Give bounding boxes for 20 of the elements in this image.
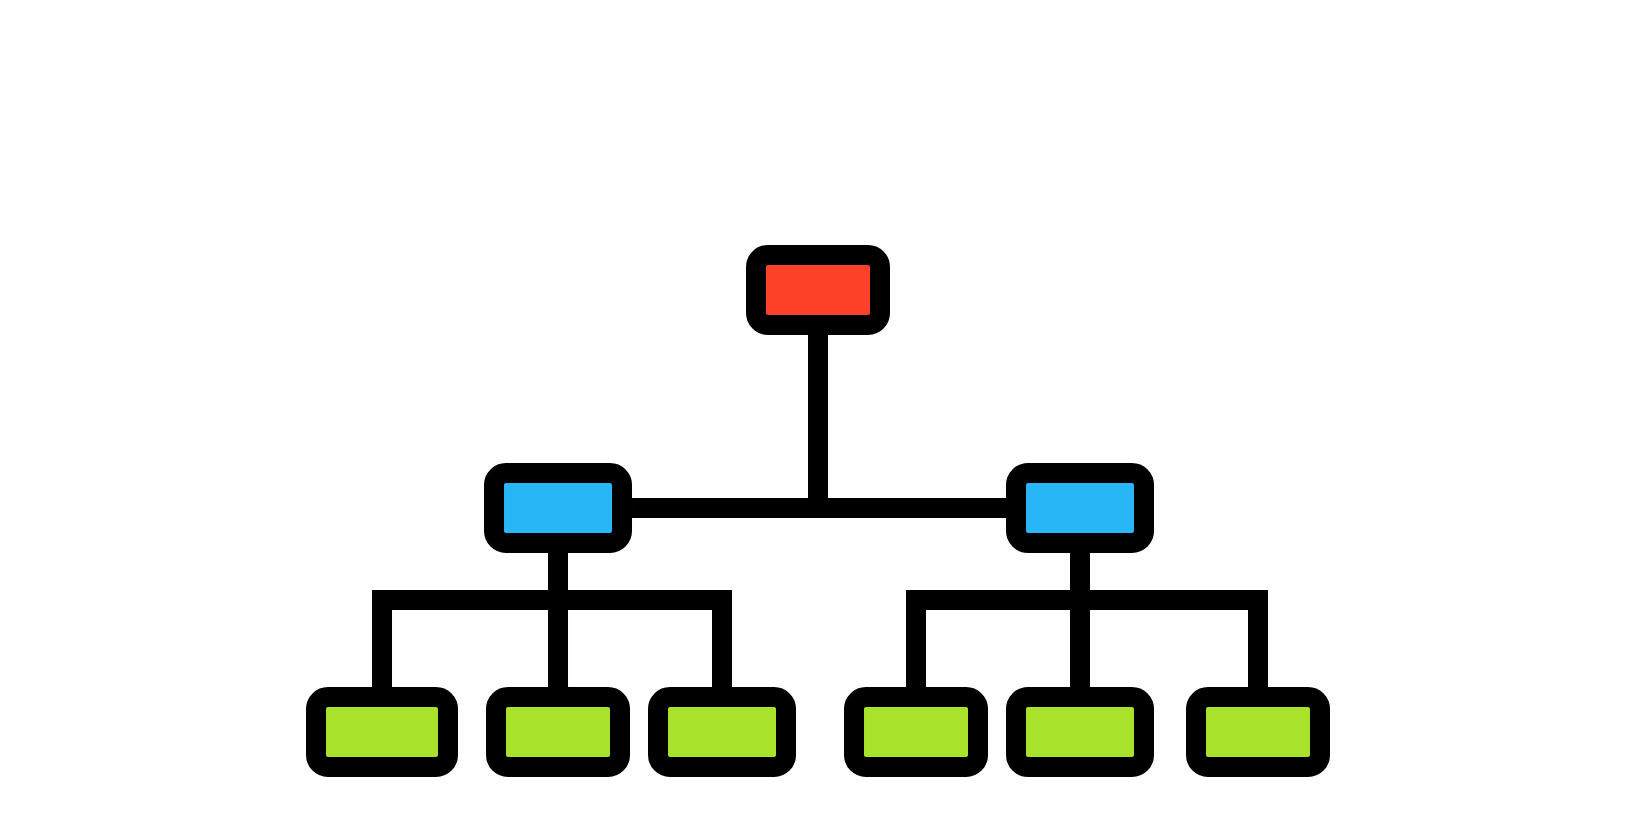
branch-box [484,463,632,553]
leaf-box [306,687,458,777]
leaf-box [1006,687,1154,777]
connector-line [632,498,818,518]
connector-line [1080,590,1268,687]
connector-line [548,610,568,687]
connector-line [1070,553,1090,590]
leaf-box [844,687,988,777]
branch-box [1006,463,1154,553]
connector-line [558,590,732,687]
connector-line [906,590,1080,687]
connector-line [818,498,1006,518]
root-box [746,245,890,335]
connector-line [808,335,828,498]
connector-line [372,590,558,687]
connector-line [548,553,568,590]
connector-line [1070,610,1090,687]
leaf-box [1186,687,1330,777]
leaf-box [648,687,796,777]
leaf-box [486,687,630,777]
